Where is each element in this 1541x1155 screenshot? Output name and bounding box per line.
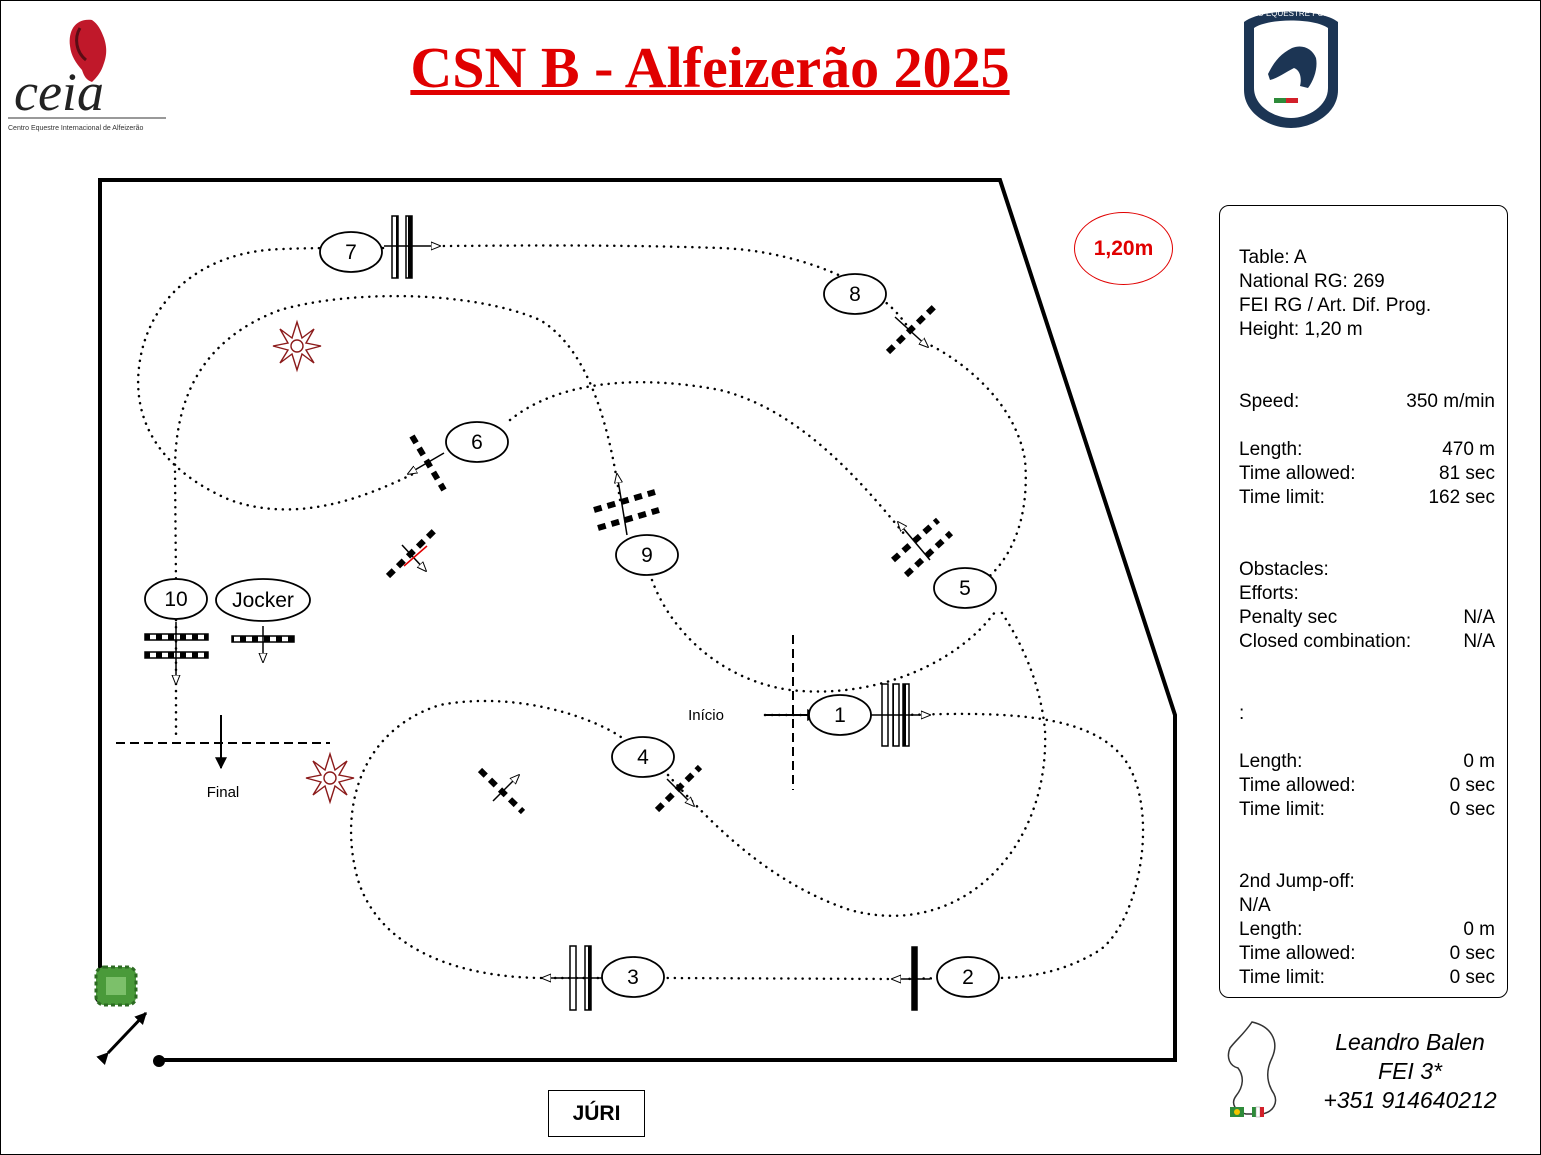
obstacle-number-10: 10: [164, 588, 187, 611]
course-info-panel: [1219, 205, 1508, 998]
obstacle-8-fence: [885, 304, 937, 355]
obstacle-1-fence: [870, 683, 930, 747]
time-allowed-row: Time allowed:81 sec: [1239, 463, 1495, 484]
designer-name: Leandro Balen: [1335, 1029, 1485, 1055]
time-limit-row: Time limit:162 sec: [1239, 487, 1495, 508]
jumpoff2-length-row: Length:0 m: [1239, 919, 1495, 940]
horse-head-icon: [69, 19, 107, 83]
jumpoff1-time-allowed-row: Time allowed:0 sec: [1239, 775, 1495, 796]
entrance-arrow-icon: [96, 1011, 148, 1065]
arena-boundary: [98, 178, 1177, 1062]
fei-rg: FEI RG / Art. Dif. Prog.: [1239, 295, 1432, 316]
ceia-lettering: ceia: [14, 62, 104, 122]
obstacles-row: Obstacles:: [1239, 559, 1329, 580]
designer-level: FEI 3*: [1378, 1058, 1442, 1084]
national-rg: National RG: 269: [1239, 271, 1385, 292]
obstacle-number-6: 6: [471, 431, 483, 454]
obstacle-10-fence: [144, 622, 209, 684]
obstacle-number-3: 3: [627, 966, 639, 989]
obstacle-number-8: 8: [849, 283, 861, 306]
table-type: Table: A: [1239, 247, 1307, 268]
efforts-row: Efforts:: [1239, 583, 1299, 604]
length-row: Length:470 m: [1239, 439, 1495, 460]
spare-fence: [477, 767, 526, 815]
obstacle-number-9: 9: [641, 544, 653, 567]
jumpoff2-time-allowed-row: Time allowed:0 sec: [1239, 943, 1495, 964]
speed-row: Speed:350 m/min: [1239, 391, 1495, 412]
knight-horse-icon: [1227, 1021, 1277, 1118]
finish-label: Final: [207, 784, 240, 801]
ceia-subtitle: Centro Equestre Internacional de Alfeize…: [8, 125, 144, 132]
fence-height: Height: 1,20 m: [1239, 319, 1363, 340]
flower-decoration-icon: [305, 751, 355, 805]
obstacle-9-fence: [593, 474, 660, 536]
obstacle-number-2: 2: [962, 966, 974, 989]
obstacle-3-fence: [542, 945, 605, 1011]
jumpoff1-length-row: Length:0 m: [1239, 751, 1495, 772]
horse-head-icon: [1268, 46, 1317, 88]
obstacle-number-4: 4: [637, 746, 649, 769]
jumpoff1-heading: :: [1239, 703, 1245, 724]
obstacle-number-joker: Jocker: [232, 589, 294, 612]
obstacle-2-fence: [892, 946, 930, 1011]
obstacle-7-fence: [384, 215, 440, 279]
obstacle-6-fence: [408, 434, 447, 492]
start-label: Início: [688, 707, 724, 724]
jumpoff2-na: N/A: [1239, 895, 1271, 916]
ceia-logo: ceia Centro Equestre Internacional de Al…: [8, 19, 166, 132]
obstacle-number-5: 5: [959, 577, 971, 600]
course-designer: Leandro Balen FEI 3* +351 914640212: [1310, 1028, 1510, 1115]
fep-logo: FEDERAÇÃO EQUESTRE PORTUGUESA: [1230, 9, 1352, 128]
designer-phone: +351 914640212: [1323, 1087, 1497, 1113]
bush-icon: [94, 965, 138, 1007]
closed-combination-row: Closed combination:N/A: [1239, 631, 1495, 652]
jumpoff2-time-limit-row: Time limit:0 sec: [1239, 967, 1495, 988]
obstacle-4-fence: [654, 764, 703, 813]
jumpoff1-time-limit-row: Time limit:0 sec: [1239, 799, 1495, 820]
flower-decoration-icon: [272, 319, 322, 373]
fep-lettering: FEDERAÇÃO EQUESTRE PORTUGUESA: [1230, 9, 1352, 18]
page-title: CSN B - Alfeizerão 2025: [410, 35, 1010, 100]
height-badge: 1,20m: [1074, 212, 1173, 285]
jury-box: JÚRI: [548, 1090, 645, 1137]
obstacle-5-fence: [891, 517, 954, 578]
joker-fence: [231, 626, 295, 662]
obstacle-number-7: 7: [345, 241, 357, 264]
obstacle-number-1: 1: [834, 704, 846, 727]
jumpoff2-heading: 2nd Jump-off:: [1239, 871, 1355, 892]
spare-fence-crossed: [385, 528, 437, 579]
